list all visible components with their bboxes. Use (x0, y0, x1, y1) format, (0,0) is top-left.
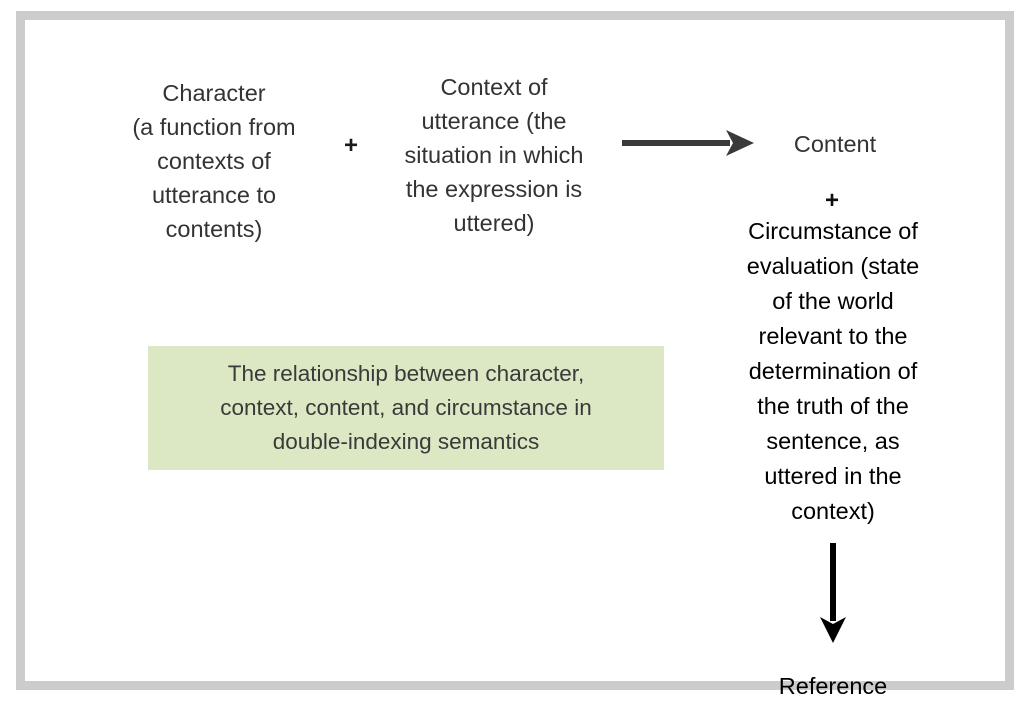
arrow-down-icon (805, 541, 861, 645)
caption-text: The relationship between character, cont… (220, 361, 592, 454)
caption-box: The relationship between character, cont… (148, 346, 664, 470)
node-reference: Reference (778, 673, 888, 699)
node-circumstance-of-evaluation: Circumstance of evaluation (state of the… (746, 218, 920, 524)
plus-operator-content-circumstance: + (824, 187, 839, 214)
figure-frame: Character (a function from contexts of u… (16, 11, 1014, 699)
figure-canvas: Character (a function from contexts of u… (25, 20, 1005, 699)
node-character: Character (a function from contexts of u… (132, 80, 296, 242)
node-context-of-utterance: Context of utterance (the situation in w… (404, 74, 584, 236)
plus-operator-character-context: + (343, 132, 358, 159)
node-content: Content (793, 131, 877, 157)
arrow-right-icon (618, 124, 758, 162)
